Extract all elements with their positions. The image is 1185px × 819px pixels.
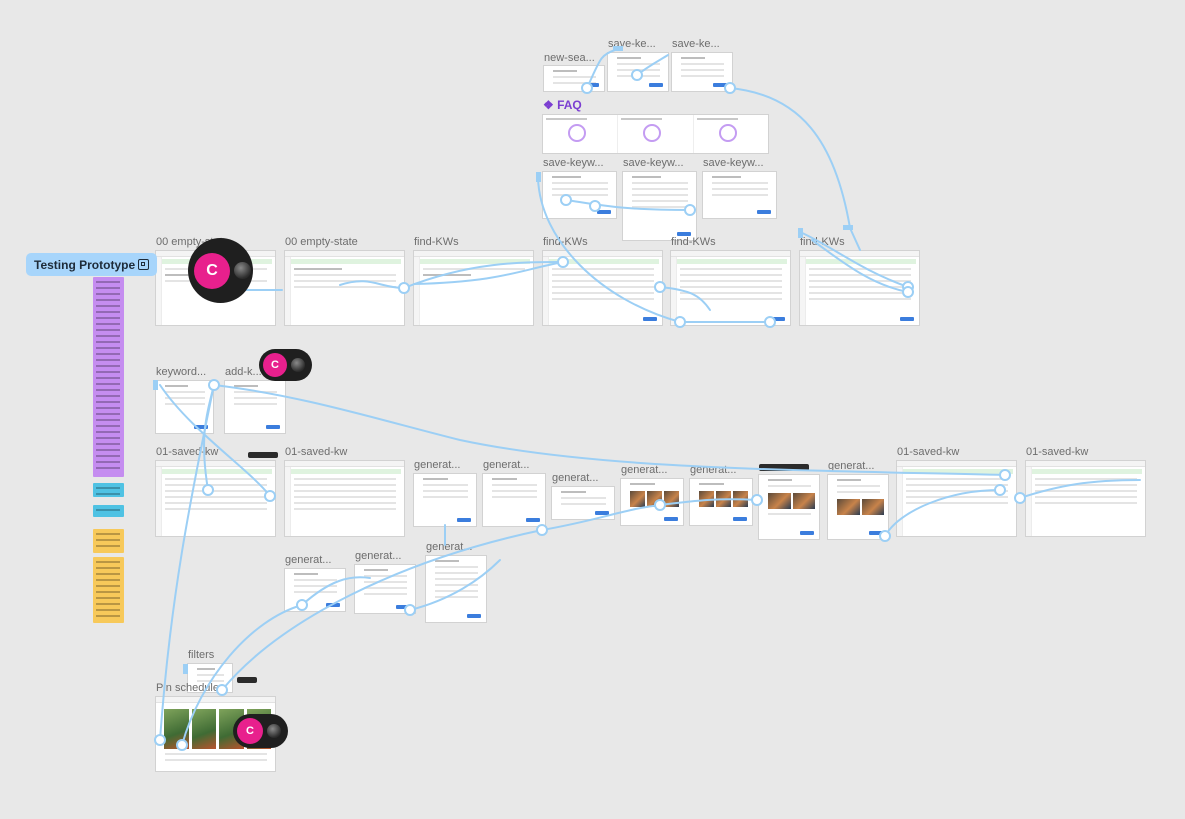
testing-prototype-button[interactable]: Testing Prototype [26,253,157,276]
sticky-note-blue-2[interactable] [93,505,124,517]
frame-label-generat-8: generat... [355,550,402,562]
frame-save-keyw-1[interactable] [543,172,616,218]
faq-section-title: ❖ FAQ [543,98,582,112]
frame-generate-detail[interactable] [759,475,819,539]
frame-label-saved-kw-4: 01-saved-kw [1026,446,1089,458]
frame-generate-1[interactable] [414,474,476,526]
frame-label-generat-1: generat... [414,459,461,471]
faq-frame[interactable] [543,115,768,153]
frame-generate-3[interactable] [552,487,614,519]
frame-generate-2[interactable] [483,474,545,526]
frame-label-save-keyw-2: save-keyw... [623,157,684,169]
frame-generate-4[interactable] [621,479,683,525]
frame-label-new-search: new-sea... [544,52,595,64]
frame-label-generat-4: generat... [621,464,668,476]
frame-label-generat-6: generat... [828,460,875,472]
frame-label-save-keyw-3: save-keyw... [703,157,764,169]
frame-label-generat-2: generat... [483,459,530,471]
frame-find-kws-4[interactable] [800,251,919,325]
dark-tag [759,464,809,471]
frame-label-generat-7: generat... [285,554,332,566]
frame-saved-kw-1[interactable] [156,461,275,536]
frame-label-keyword: keyword... [156,366,207,378]
frame-label-generat-5: generat... [690,464,737,476]
play-prototype-icon[interactable] [138,259,149,270]
collaborator-avatar: C [194,252,230,289]
frame-label-filters: filters [188,649,215,661]
frame-saved-kw-4[interactable] [1026,461,1145,536]
dark-tag [248,452,278,458]
frame-generate-7[interactable] [285,569,345,611]
collaborator-cursor-1: C [188,238,253,303]
frame-find-kws-2[interactable] [543,251,662,325]
prototype-label: Testing Prototype [34,257,136,272]
frame-label-find-kws-2: find-KWs [543,236,588,248]
sticky-note-blue-1[interactable] [93,483,124,497]
frame-label-find-kws-1: find-KWs [414,236,459,248]
connector-endpoint [536,172,541,182]
collaborator-photo [291,358,305,372]
frame-save-keyw-2[interactable] [623,172,696,240]
frame-add-keyword[interactable] [225,381,285,433]
hotspot [1014,492,1026,504]
pin-thumbnail [191,709,216,749]
frame-label-saved-kw-1: 01-saved-kw [156,446,219,458]
pin-thumbnail [164,709,189,749]
frame-generate-5[interactable] [690,479,752,525]
collaborator-cursor-2: C [259,349,312,381]
sticky-notes-purple[interactable] [93,277,124,477]
sticky-note-yellow-1[interactable] [93,529,124,553]
frame-label-add-k: add-k... [225,366,262,378]
frame-empty-state-2[interactable] [285,251,404,325]
frame-generate-8[interactable] [355,565,415,613]
collaborator-photo [267,724,281,738]
frame-new-search[interactable] [544,66,604,91]
frame-label-generat-3: generat... [552,472,599,484]
frame-generate-6[interactable] [828,475,888,539]
frame-label-saved-kw-3: 01-saved-kw [897,446,960,458]
collaborator-photo [234,262,251,279]
frame-keyword[interactable] [156,381,213,433]
frame-label-save-ke-1: save-ke... [608,38,656,50]
frame-label-find-kws-4: find-KWs [800,236,845,248]
dark-tag [237,677,257,683]
frame-label-generat-9: generat... [426,541,473,553]
frame-save-ke-1[interactable] [608,53,668,91]
frame-label-saved-kw-2: 01-saved-kw [285,446,348,458]
frame-find-kws-1[interactable] [414,251,533,325]
sticky-note-yellow-2[interactable] [93,557,124,623]
frame-save-keyw-3[interactable] [703,172,776,218]
frame-label-pin-scheduler: Pin scheduler [156,682,223,694]
connector-endpoint [843,225,853,230]
frame-label-find-kws-3: find-KWs [671,236,716,248]
frame-label-save-ke-2: save-ke... [672,38,720,50]
frame-save-ke-2[interactable] [672,53,732,91]
collaborator-avatar: C [263,353,287,377]
frame-generate-9[interactable] [426,556,486,622]
frame-saved-kw-3[interactable] [897,461,1016,536]
collaborator-cursor-3: C [233,714,288,748]
frame-label-save-keyw-1: save-keyw... [543,157,604,169]
frame-saved-kw-2[interactable] [285,461,404,536]
frame-find-kws-3[interactable] [671,251,790,325]
frame-label-empty-state-2: 00 empty-state [285,236,358,248]
collaborator-avatar: C [237,718,263,744]
connector [729,87,861,251]
hotspot [536,524,548,536]
